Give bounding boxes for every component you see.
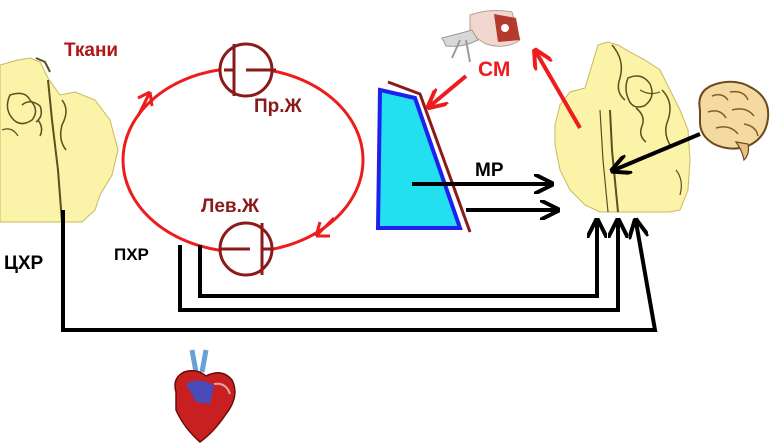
chr-loop: [61, 210, 658, 332]
heart-icon: [174, 349, 236, 443]
label-tissues: Ткани: [64, 40, 118, 61]
sm-arrow-in: [430, 74, 468, 106]
circulation-arrow-right: [314, 216, 336, 238]
phr-loop-inner: [198, 222, 597, 298]
label-sm: СМ: [478, 58, 510, 81]
left-ventricle: [218, 221, 274, 277]
phr-loop-outer: [178, 222, 618, 312]
label-left-ventricle: Лев.Ж: [201, 196, 260, 217]
label-right-ventricle: Пр.Ж: [254, 96, 303, 117]
label-mr: МР: [475, 160, 504, 181]
smooth-muscle-icon: [441, 10, 521, 63]
circulation-arrow-left: [136, 90, 154, 117]
brain-icon: [698, 80, 770, 162]
brainstem-left: [0, 57, 119, 223]
brainstem-right: [554, 41, 691, 213]
sm-arrow-out: [536, 52, 582, 130]
label-chr: ЦХР: [4, 253, 44, 274]
feedback-loops: [61, 210, 658, 332]
label-phr: ПХР: [114, 245, 149, 264]
brain-arrow: [614, 132, 701, 170]
smooth-muscle-shape: [375, 80, 472, 233]
right-ventricle: [218, 42, 276, 98]
